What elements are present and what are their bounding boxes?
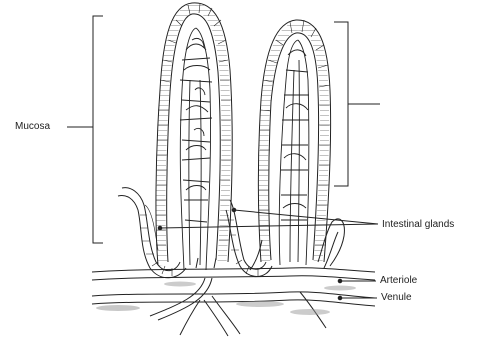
left-villus [156, 3, 232, 265]
intestinal-glands-label: Intestinal glands [382, 219, 454, 231]
left-villus-capillaries [180, 28, 212, 270]
right-villus-capillaries [279, 40, 309, 265]
villus-bracket [334, 22, 380, 186]
venule-label: Venule [381, 292, 412, 304]
connective-tissue-stipple [96, 282, 356, 316]
mucosa-bracket [67, 16, 103, 243]
arteriole-label: Arteriole [380, 275, 417, 287]
mucosa-label: Mucosa [15, 121, 50, 133]
